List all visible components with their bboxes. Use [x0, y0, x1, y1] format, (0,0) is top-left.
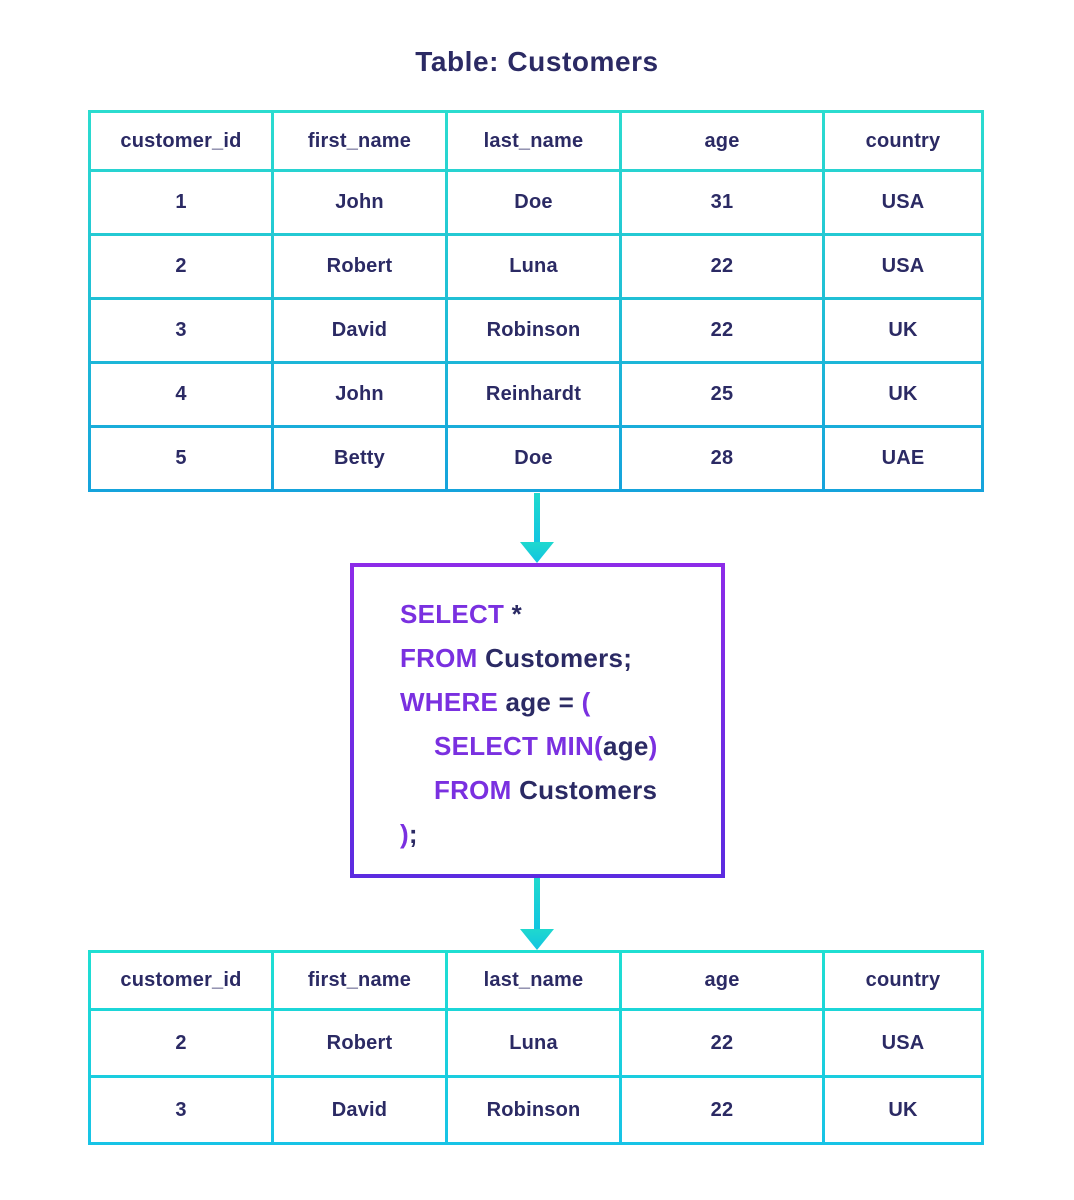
sql-text: age [602, 731, 649, 761]
column-header: last_name [448, 113, 619, 169]
sql-keyword: ) [648, 731, 658, 761]
column-header: age [622, 953, 822, 1008]
table-cell: USA [825, 172, 981, 233]
table-cell: Robinson [448, 300, 619, 361]
table-cell: Robinson [448, 1078, 619, 1142]
table-cell: 3 [91, 1078, 271, 1142]
page-title: Table: Customers [415, 46, 659, 77]
column-header: customer_id [91, 953, 271, 1008]
table-cell: 2 [91, 236, 271, 297]
table-cell: Doe [448, 172, 619, 233]
table-cell: Betty [274, 428, 445, 489]
table-cell: 25 [622, 364, 822, 425]
table-cell: John [274, 172, 445, 233]
table-cell: 22 [622, 1078, 822, 1142]
sql-text: Customers [511, 775, 658, 805]
table-cell: 22 [622, 236, 822, 297]
sql-text: ; [408, 819, 418, 849]
table-cell: Luna [448, 236, 619, 297]
table-cell: 3 [91, 300, 271, 361]
table-cell: David [274, 1078, 445, 1142]
sql-line: SELECT MIN(age) [400, 724, 711, 768]
table-cell: Reinhardt [448, 364, 619, 425]
table-cell: UK [825, 364, 981, 425]
table-cell: USA [825, 1011, 981, 1075]
sql-line: SELECT * [400, 592, 711, 636]
table-cell: 22 [622, 300, 822, 361]
column-header: age [622, 113, 822, 169]
table-cell: Luna [448, 1011, 619, 1075]
table-cell: David [274, 300, 445, 361]
sql-query-box: SELECT *FROM Customers;WHERE age = (SELE… [350, 563, 725, 878]
sql-keyword: WHERE [400, 687, 499, 717]
sql-code: SELECT *FROM Customers;WHERE age = (SELE… [354, 567, 721, 874]
sql-line: WHERE age = ( [400, 680, 711, 724]
table-cell: UK [825, 300, 981, 361]
sql-text: * [504, 599, 523, 629]
sql-text: age = [498, 687, 582, 717]
column-header: first_name [274, 113, 445, 169]
table-cell: Robert [274, 1011, 445, 1075]
column-header: customer_id [91, 113, 271, 169]
sql-keyword: FROM [434, 775, 512, 805]
table-cell: UK [825, 1078, 981, 1142]
sql-text: Customers; [477, 643, 633, 673]
column-header: country [825, 953, 981, 1008]
table-cell: 5 [91, 428, 271, 489]
down-arrow-icon [520, 493, 554, 563]
table-cell: 2 [91, 1011, 271, 1075]
sql-line: FROM Customers [400, 768, 711, 812]
table-cell: 22 [622, 1011, 822, 1075]
down-arrow-icon [520, 878, 554, 950]
column-header: first_name [274, 953, 445, 1008]
sql-keyword: SELECT MIN( [434, 731, 603, 761]
table-cell: John [274, 364, 445, 425]
table-cell: Robert [274, 236, 445, 297]
table-cell: UAE [825, 428, 981, 489]
sql-keyword: FROM [400, 643, 478, 673]
sql-line: FROM Customers; [400, 636, 711, 680]
table-cell: 4 [91, 364, 271, 425]
table-cell: 31 [622, 172, 822, 233]
sql-keyword: ( [581, 687, 591, 717]
table-cell: 28 [622, 428, 822, 489]
sql-line: ); [400, 812, 711, 856]
column-header: country [825, 113, 981, 169]
column-header: last_name [448, 953, 619, 1008]
sql-keyword: SELECT [400, 599, 505, 629]
sql-keyword: ) [400, 819, 409, 849]
table-cell: Doe [448, 428, 619, 489]
table-cell: USA [825, 236, 981, 297]
table-cell: 1 [91, 172, 271, 233]
